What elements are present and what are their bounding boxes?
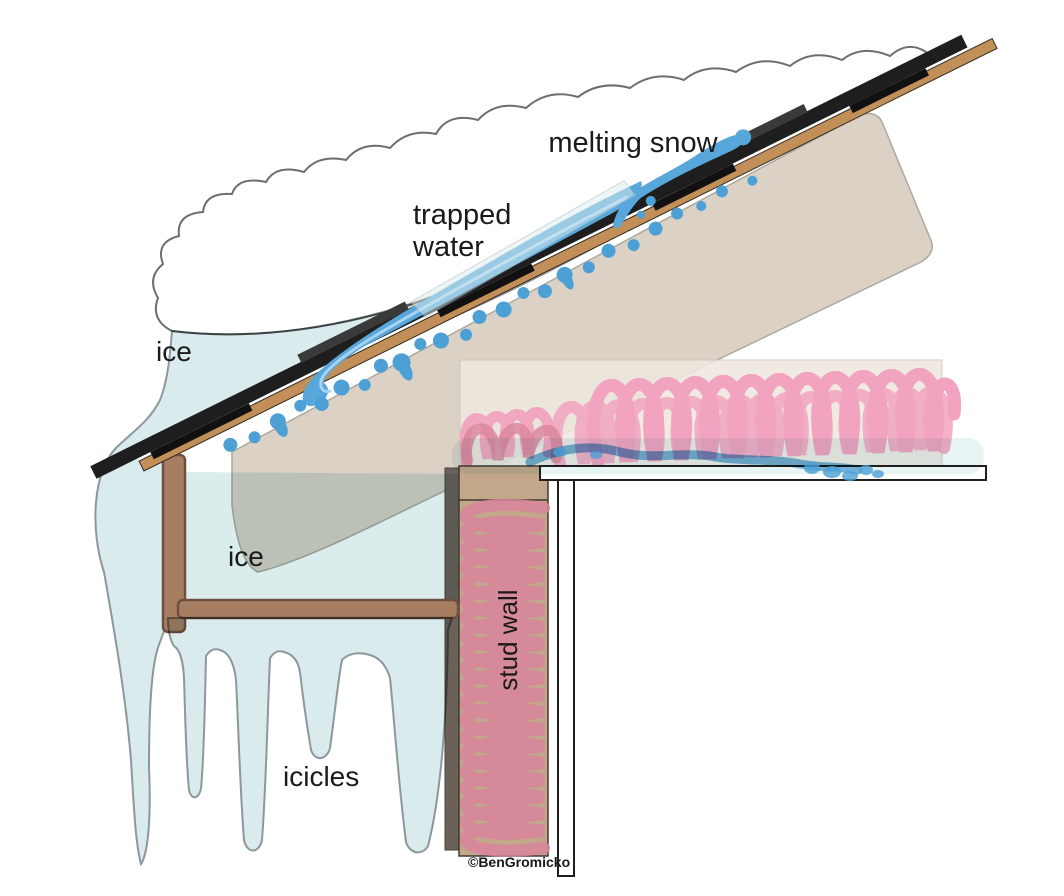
runoff-drop-a — [645, 195, 656, 206]
roof-sheathing — [138, 37, 998, 472]
eave-boards — [161, 453, 460, 634]
roof-ice-sheet — [409, 180, 637, 318]
runoff-drop-large — [735, 129, 752, 146]
interior-drywall — [539, 465, 987, 877]
wall-drywall — [557, 479, 575, 877]
soffit-board — [176, 598, 460, 620]
label-trapped-line2: water — [412, 231, 484, 263]
labels: melting snow trapped water ice ice icicl… — [156, 127, 719, 870]
label-ice-lower: ice — [228, 541, 264, 572]
shingle-lower-steps — [150, 68, 929, 460]
wall-insulation-loops — [460, 499, 550, 857]
roof-assembly — [90, 34, 998, 479]
ceiling-water — [452, 438, 984, 481]
roof-leak-drops — [223, 175, 758, 452]
icicles-shape — [166, 617, 454, 854]
label-melting-snow: melting snow — [548, 127, 718, 159]
snow-cloud — [152, 45, 930, 336]
attic-batt-loops-main — [587, 368, 962, 469]
label-icicles: icicles — [283, 761, 359, 792]
ceiling-water-drops — [553, 447, 884, 481]
label-ice-upper: ice — [156, 336, 192, 367]
runoff-drop-b — [636, 210, 645, 219]
soffit-cavity-ice — [185, 472, 458, 602]
label-copyright: ©BenGromicko — [468, 854, 570, 870]
wall-batt-overflow-loops — [460, 422, 563, 478]
melting-snow-runoff — [613, 134, 745, 228]
label-trapped-line1: trapped — [413, 199, 511, 231]
label-stud-wall: stud wall — [493, 589, 523, 690]
